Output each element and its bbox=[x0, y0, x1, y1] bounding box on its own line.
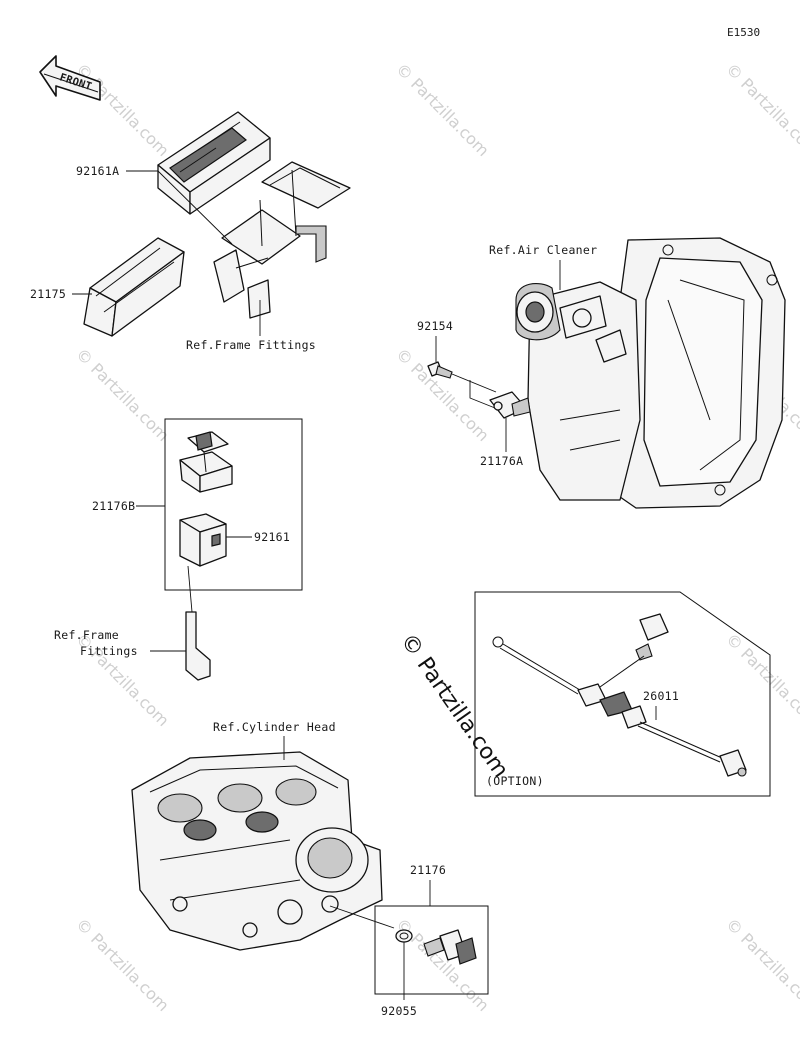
label-92055: 92055 bbox=[381, 1004, 417, 1018]
label-ref-frame-left-2: Fittings bbox=[80, 644, 138, 658]
ecu-part-21175 bbox=[83, 237, 185, 337]
watermark: © Partzilla.com bbox=[722, 629, 800, 730]
label-ref-frame-fittings-top: Ref.Frame Fittings bbox=[186, 338, 316, 352]
ecu-module bbox=[157, 111, 271, 215]
option-box-26011 bbox=[474, 591, 771, 797]
harness-26011 bbox=[492, 613, 747, 777]
label-ref-air-cleaner: Ref.Air Cleaner bbox=[489, 243, 597, 257]
watermark: © Partzilla.com bbox=[72, 59, 173, 160]
label-26011: 26011 bbox=[643, 689, 679, 703]
watermark: © Partzilla.com bbox=[392, 914, 493, 1015]
watermark: © Partzilla.com bbox=[72, 914, 173, 1015]
label-ref-frame-left-1: Ref.Frame bbox=[54, 628, 119, 642]
label-21176: 21176 bbox=[410, 863, 446, 877]
washer-92055 bbox=[395, 929, 413, 943]
label-92161A: 92161A bbox=[76, 164, 119, 178]
group-box-21176 bbox=[374, 905, 489, 995]
bolt-92154 bbox=[427, 361, 453, 379]
temp-sensor-21176 bbox=[423, 929, 477, 965]
group-box-21176B bbox=[164, 418, 303, 591]
watermark: © Partzilla.com bbox=[392, 344, 493, 445]
label-21176A: 21176A bbox=[480, 454, 523, 468]
label-92161: 92161 bbox=[254, 530, 290, 544]
watermark: © Partzilla.com bbox=[722, 59, 800, 160]
front-arrow-icon: FRONT bbox=[39, 55, 101, 101]
cylinder-head bbox=[131, 751, 383, 951]
watermark: © Partzilla.com bbox=[722, 914, 800, 1015]
watermark: © Partzilla.com bbox=[392, 59, 493, 160]
frame-fitting-bracket bbox=[185, 611, 211, 681]
ecu-bracket bbox=[213, 161, 351, 319]
air-cleaner-assembly bbox=[515, 237, 786, 509]
relay-holder-92161 bbox=[179, 513, 227, 567]
sensor-21176A bbox=[489, 391, 531, 419]
diagram-code: E1530 bbox=[727, 26, 760, 39]
watermark-main: © Partzilla.com bbox=[395, 629, 513, 782]
label-option: (OPTION) bbox=[486, 774, 544, 788]
relay-21176B bbox=[179, 431, 233, 493]
label-21176B: 21176B bbox=[92, 499, 135, 513]
label-ref-cylinder-head: Ref.Cylinder Head bbox=[213, 720, 336, 734]
label-92154: 92154 bbox=[417, 319, 453, 333]
watermark: © Partzilla.com bbox=[72, 344, 173, 445]
label-21175: 21175 bbox=[30, 287, 66, 301]
